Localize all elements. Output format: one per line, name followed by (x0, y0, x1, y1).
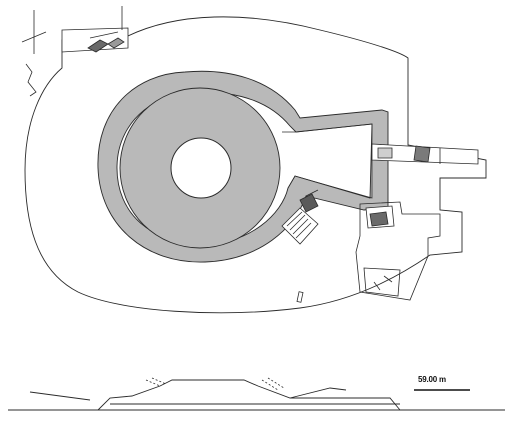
corridor-inner-gap (282, 123, 373, 199)
upper-right-wall (289, 387, 347, 399)
central-mound-top (170, 137, 232, 199)
mound-base (96, 379, 401, 411)
northwest-gate-structure (61, 6, 129, 53)
east-gate-structure (371, 143, 479, 165)
southwest-stairway-gate (281, 189, 319, 245)
section-dashed-left (145, 377, 167, 387)
upper-left-wall (29, 391, 91, 401)
boundary-marker (296, 291, 304, 303)
scale-label: 59.00 m (418, 375, 446, 384)
site-plan (21, 6, 487, 314)
section-dashed-right (261, 377, 285, 391)
north-arrow-icon (21, 10, 47, 97)
southeast-complex (355, 201, 441, 301)
cross-section (8, 377, 505, 411)
